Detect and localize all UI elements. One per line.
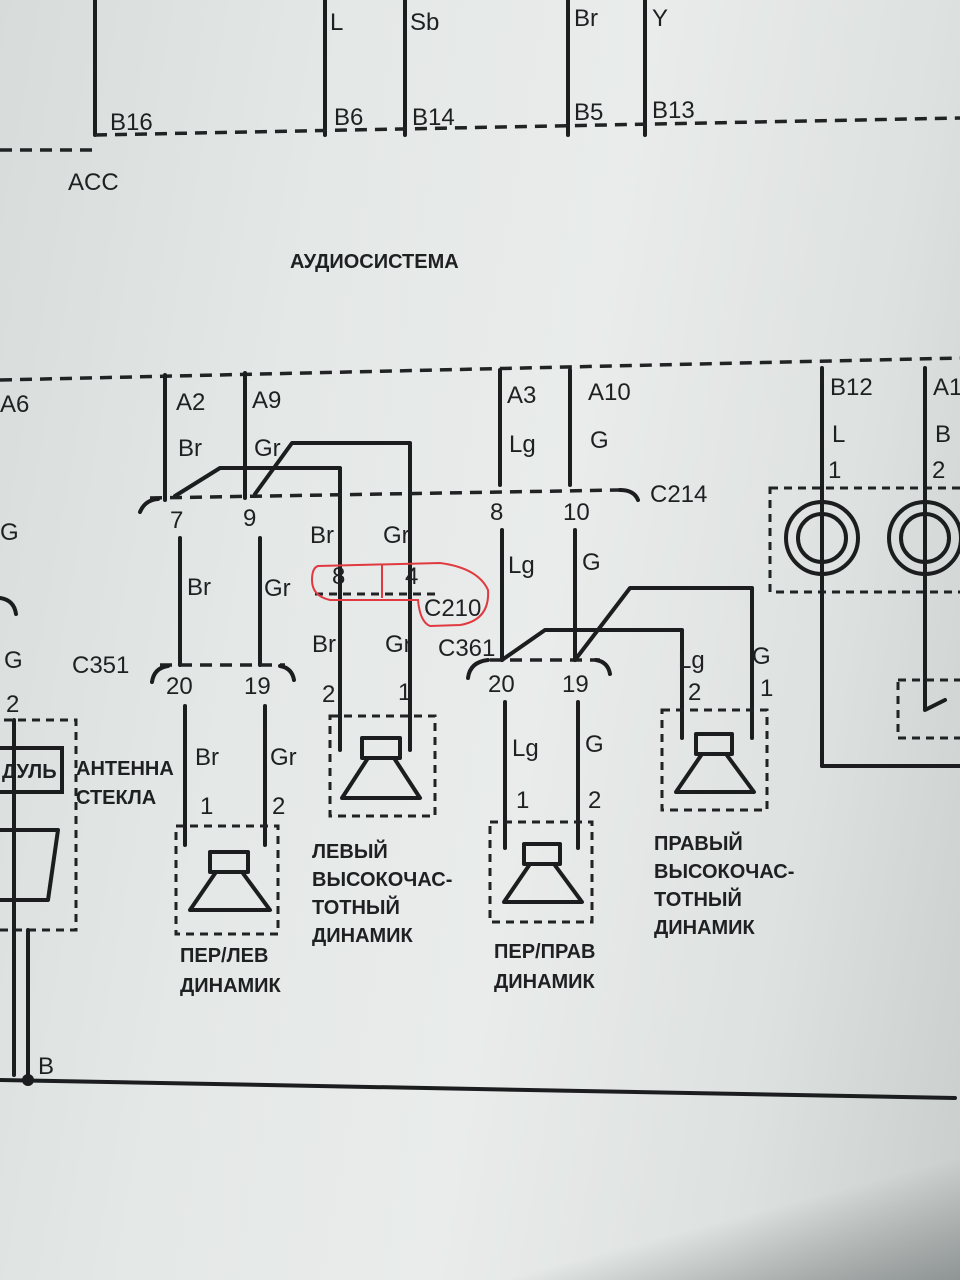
c210-wire-gr-below: Gr — [385, 631, 412, 658]
c210-wire-br-above: Br — [310, 522, 334, 549]
pin-a1: A1 — [933, 374, 960, 401]
c351-pin-20: 20 — [166, 673, 193, 700]
label-front-right-speaker: ПЕР/ПРАВ ДИНАМИК — [494, 941, 596, 993]
pin-a10: A10 — [588, 379, 631, 406]
c214-label: C214 — [650, 481, 707, 508]
wire-br-top: Br — [574, 5, 598, 32]
wire-c214-br: Br — [187, 574, 211, 601]
pin-b6: B6 — [334, 104, 363, 131]
rt-wire-g: G — [752, 643, 771, 670]
c351-label: C351 — [72, 652, 129, 679]
wire-a10-g: G — [590, 427, 609, 454]
c361-wire-g: G — [585, 731, 604, 758]
wire-y: Y — [652, 5, 668, 32]
svg-text:ТОТНЫЙ: ТОТНЫЙ — [654, 887, 742, 911]
c210-label: C210 — [424, 595, 481, 622]
c361-wire-lg: Lg — [512, 735, 539, 762]
term-a1-2: 2 — [932, 457, 945, 484]
speaker-front-left-icon — [174, 824, 280, 936]
c361-label: C361 — [438, 635, 495, 662]
ground-label: B — [38, 1053, 54, 1080]
pin-b13: B13 — [652, 97, 695, 124]
section-title: АУДИОСИСТЕМА — [290, 251, 459, 273]
antenna-term-2: 2 — [6, 691, 19, 718]
wire-a9-gr: Gr — [254, 435, 281, 462]
svg-text:ПЕР/ЛЕВ: ПЕР/ЛЕВ — [180, 945, 268, 967]
fl-term-1: 1 — [200, 793, 213, 820]
wire-c214-gr: Gr — [264, 575, 291, 602]
pin-a2: A2 — [176, 389, 205, 416]
c361-pin-19: 19 — [562, 671, 589, 698]
connector-c214: 7 9 8 10 C214 — [138, 481, 707, 534]
pin-a3: A3 — [507, 382, 536, 409]
antenna-g-upper: G — [0, 519, 19, 546]
wire-c214-lg: Lg — [508, 552, 535, 579]
c351-wire-br: Br — [195, 744, 219, 771]
c210-pin-8: 8 — [332, 563, 345, 590]
rt-wire-lg: Lg — [678, 647, 705, 674]
lt-term-1: 1 — [398, 679, 411, 706]
svg-text:ВЫСОКОЧАС-: ВЫСОКОЧАС- — [312, 869, 452, 891]
radio-pins: A2 Br A9 Gr A3 Lg A10 G — [163, 368, 631, 502]
connector-c351: C351 20 19 Br Gr 1 2 — [72, 652, 297, 847]
wire-a2-br: Br — [178, 435, 202, 462]
wire-sb: Sb — [410, 9, 439, 36]
fl-term-2: 2 — [272, 793, 285, 820]
c361-pin-20: 20 — [488, 671, 515, 698]
c214-pin-7: 7 — [170, 507, 183, 534]
svg-text:ТОТНЫЙ: ТОТНЫЙ — [312, 895, 400, 919]
pin-b12: B12 — [830, 374, 873, 401]
wire-l: L — [330, 9, 343, 36]
c214-pin-9: 9 — [243, 505, 256, 532]
c351-pin-19: 19 — [244, 673, 271, 700]
antenna-label-line2: СТЕКЛА — [76, 787, 156, 809]
wire-a1-b: B — [935, 421, 951, 448]
c214-pin-10: 10 — [563, 499, 590, 526]
c210-pin-4: 4 — [405, 563, 418, 590]
svg-text:ПЕР/ПРАВ: ПЕР/ПРАВ — [494, 941, 595, 963]
antenna-wire-g: G — [4, 647, 23, 674]
svg-text:ПРАВЫЙ: ПРАВЫЙ — [654, 831, 743, 855]
label-front-left-speaker: ПЕР/ЛЕВ ДИНАМИК — [180, 945, 282, 997]
label-right-tweeter: ПРАВЫЙ ВЫСОКОЧАС- ТОТНЫЙ ДИНАМИК — [654, 831, 794, 939]
wire-c214-g: G — [582, 549, 601, 576]
right-lamp-block: B12 L 1 A1 B 2 — [768, 366, 960, 768]
pin-b5: B5 — [574, 99, 603, 126]
svg-text:ДИНАМИК: ДИНАМИК — [494, 971, 596, 993]
wire-left-tweeter-br — [173, 466, 342, 752]
antenna-module-fragment: ДУЛЬ — [2, 761, 57, 783]
connector-c361: C361 20 19 Lg G 1 2 — [438, 635, 612, 850]
ground-bus: B — [0, 928, 957, 1100]
wire-b12-l: L — [832, 421, 845, 448]
label-left-tweeter: ЛЕВЫЙ ВЫСОКОЧАС- ТОТНЫЙ ДИНАМИК — [312, 839, 452, 947]
antenna-label-line1: АНТЕННА — [76, 758, 174, 780]
svg-text:ЛЕВЫЙ: ЛЕВЫЙ — [312, 839, 388, 863]
radio-unit-boundary — [0, 356, 960, 382]
speaker-left-tweeter-icon — [328, 714, 437, 818]
fr-term-1: 1 — [516, 787, 529, 814]
svg-text:ДИНАМИК: ДИНАМИК — [180, 975, 282, 997]
wire-right-tweeter-lg — [500, 628, 684, 740]
c210-wire-gr-above: Gr — [383, 522, 410, 549]
pin-a9: A9 — [252, 387, 281, 414]
c210-wire-br-below: Br — [312, 631, 336, 658]
fr-term-2: 2 — [588, 787, 601, 814]
pin-b16: B16 — [110, 109, 153, 136]
pin-a6: A6 — [0, 391, 29, 418]
svg-text:ДИНАМИК: ДИНАМИК — [654, 917, 756, 939]
c351-wire-gr: Gr — [270, 744, 297, 771]
pin-b14: B14 — [412, 104, 455, 131]
top-connector-block: B16 L B6 Sb B14 Br B5 Y B13 ACC — [0, 0, 960, 196]
acc-label: ACC — [68, 169, 119, 196]
term-b12-1: 1 — [828, 457, 841, 484]
svg-text:ДИНАМИК: ДИНАМИК — [312, 925, 414, 947]
c214-pin-8: 8 — [490, 499, 503, 526]
lt-term-2: 2 — [322, 681, 335, 708]
svg-text:ВЫСОКОЧАС-: ВЫСОКОЧАС- — [654, 861, 794, 883]
wire-a3-lg: Lg — [509, 431, 536, 458]
rt-term-2: 2 — [688, 679, 701, 706]
rt-term-1: 1 — [760, 675, 773, 702]
